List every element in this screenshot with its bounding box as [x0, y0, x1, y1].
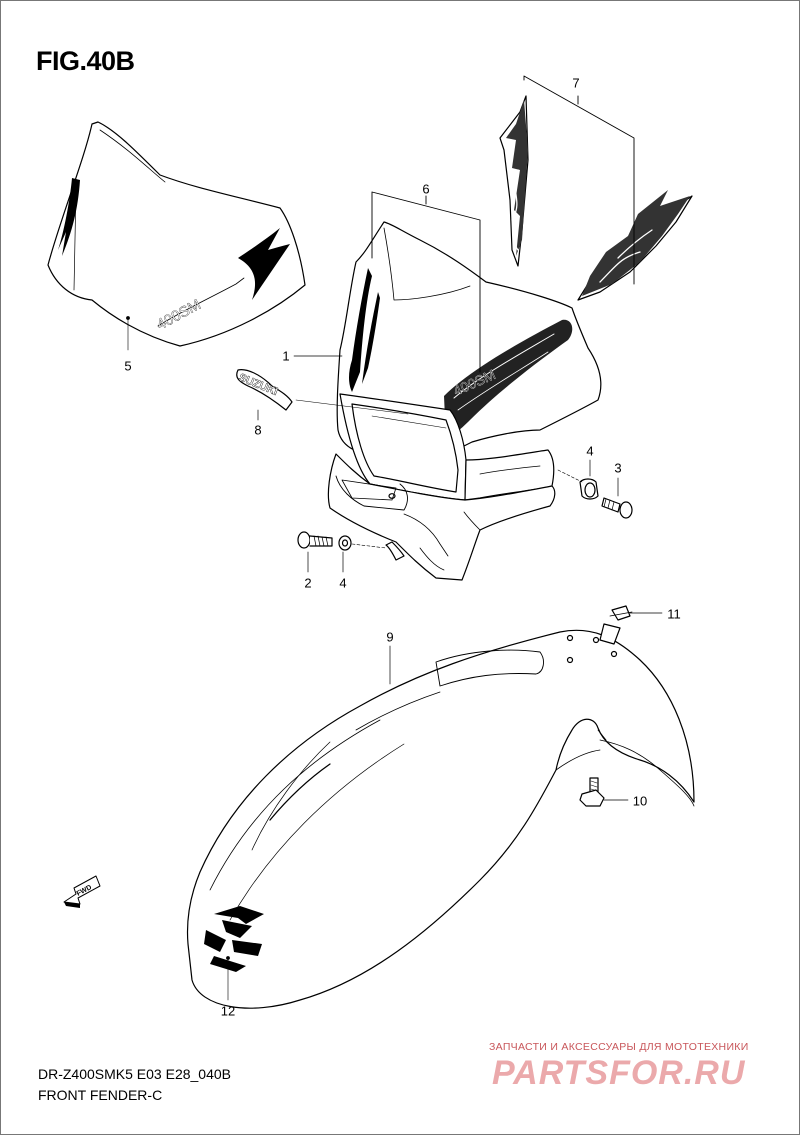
callout-9[interactable]: 9 — [386, 629, 394, 645]
watermark-brand: PARTSFOR.RU — [492, 1054, 746, 1092]
figure-title: FIG.40B — [36, 46, 135, 76]
callout-7[interactable]: 7 — [572, 75, 580, 91]
front-fender-part-9[interactable] — [186, 623, 695, 1009]
callout-3[interactable]: 3 — [614, 460, 622, 476]
suzuki-emblem-part-8[interactable]: SUZUKI — [236, 369, 293, 411]
watermark-tagline: ЗАПЧАСТИ И АКСЕССУАРЫ ДЛЯ МОТОТЕХНИКИ — [489, 1041, 749, 1053]
callout-12[interactable]: 12 — [220, 1003, 236, 1019]
callout-8[interactable]: 8 — [254, 422, 262, 438]
clip-nut-part-11[interactable] — [609, 605, 663, 621]
section-name: FRONT FENDER-C — [38, 1087, 163, 1103]
callout-4-left[interactable]: 4 — [339, 575, 347, 591]
visor-part-5[interactable]: 400SM — [47, 121, 306, 351]
callout-1[interactable]: 1 — [282, 348, 290, 364]
callout-10[interactable]: 10 — [632, 793, 648, 809]
side-decals-part-7[interactable] — [499, 95, 693, 301]
callout-6[interactable]: 6 — [422, 181, 430, 197]
model-code: DR-Z400SMK5 E03 E28_040B — [38, 1066, 231, 1082]
callout-brackets — [371, 75, 635, 373]
bolt-part-10[interactable] — [579, 777, 629, 807]
leader-lines — [257, 355, 619, 685]
headlight-cowl-part-1[interactable]: 400SM — [295, 221, 602, 581]
callout-2[interactable]: 2 — [304, 575, 312, 591]
fender-s-logo-part-12[interactable] — [204, 906, 264, 972]
callout-11[interactable]: 11 — [667, 606, 681, 622]
callout-5[interactable]: 5 — [124, 358, 132, 374]
visor-model-decal: 400SM — [154, 296, 204, 333]
fasteners[interactable] — [297, 469, 633, 551]
callout-4-right[interactable]: 4 — [586, 443, 594, 459]
fwd-arrow-icon: FWD — [63, 875, 101, 908]
